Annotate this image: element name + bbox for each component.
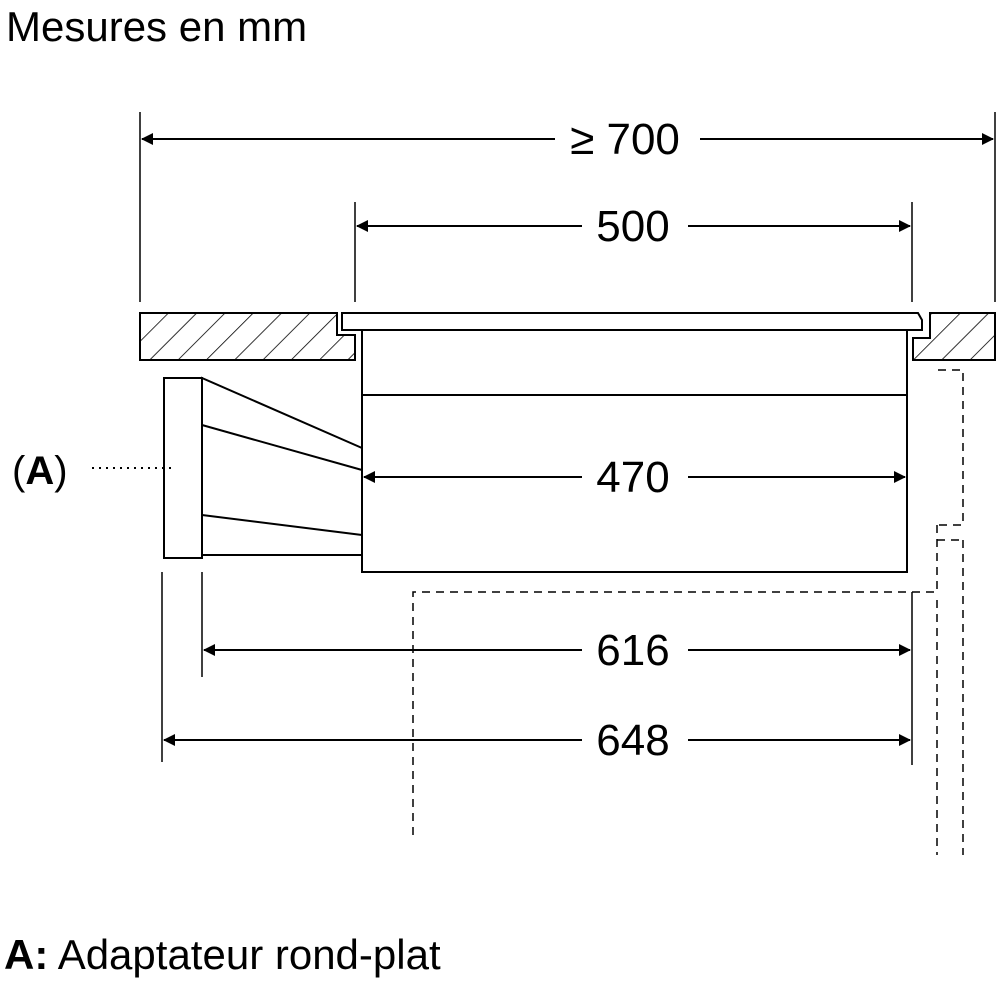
callout-a: (A) xyxy=(12,449,175,493)
callout-open: ( xyxy=(12,449,26,493)
dimension-body-label: 470 xyxy=(596,453,669,502)
legend-key: A: xyxy=(4,931,49,978)
dimension-adapter-back: 616 xyxy=(203,626,911,675)
extension-lines xyxy=(139,112,996,765)
legend-text: Adaptateur rond-plat xyxy=(57,931,441,978)
callout-close: ) xyxy=(54,449,67,493)
dimension-adapter-front: 648 xyxy=(163,716,911,765)
dimension-cutout: 500 xyxy=(356,202,911,251)
worktop xyxy=(139,312,996,361)
dimension-adapter-front-label: 648 xyxy=(596,716,669,765)
appliance-body xyxy=(361,329,908,573)
callout-letter: A xyxy=(25,449,54,493)
page-title: Mesures en mm xyxy=(6,3,308,50)
dimension-body: 470 xyxy=(363,453,906,502)
adapter-round-flat xyxy=(163,376,363,559)
dimension-overall: ≥ 700 xyxy=(141,115,994,164)
dimension-overall-label: ≥ 700 xyxy=(570,115,680,164)
cabinet-outline xyxy=(412,369,964,855)
dimension-cutout-label: 500 xyxy=(596,202,669,251)
legend: A: Adaptateur rond-plat xyxy=(4,934,441,976)
dimension-adapter-back-label: 616 xyxy=(596,626,669,675)
cooktop-plate xyxy=(341,312,923,331)
svg-text:(A): (A) xyxy=(12,449,68,493)
